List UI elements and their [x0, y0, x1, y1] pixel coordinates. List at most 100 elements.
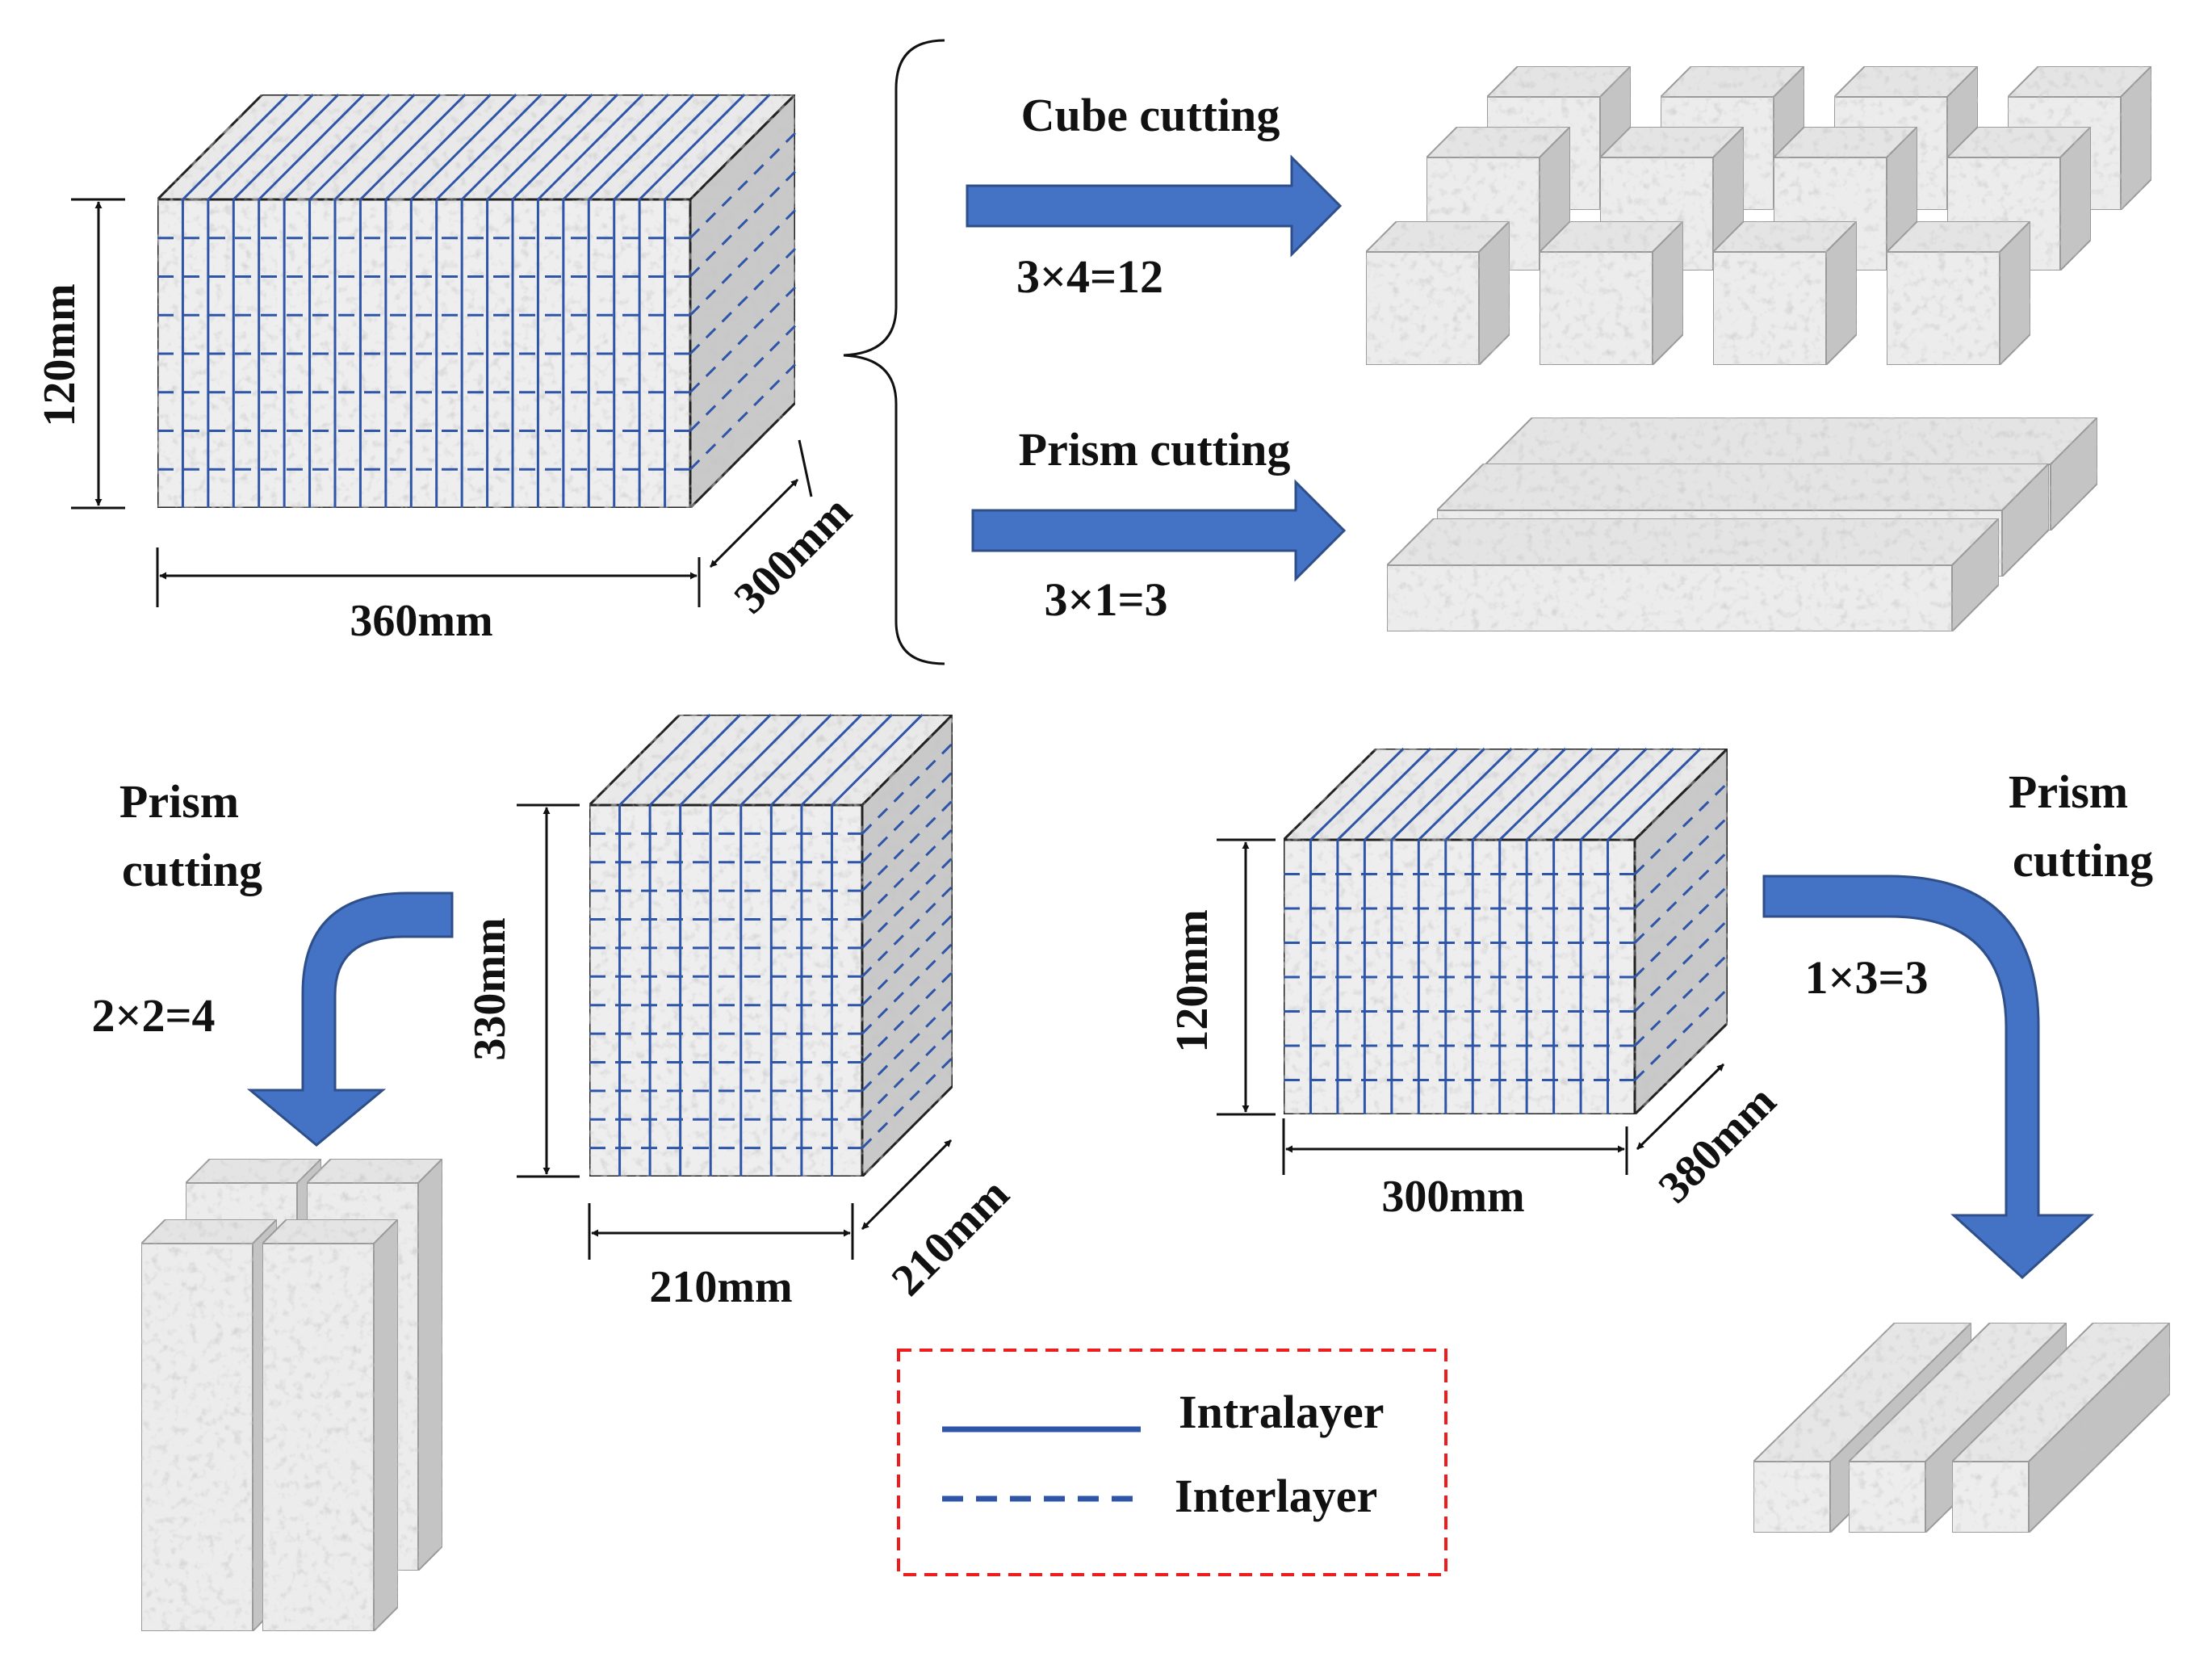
block-b-height-dim: 330mm [465, 803, 580, 1178]
brace [843, 39, 945, 665]
prism-pillar-front [140, 1243, 253, 1632]
block-a-height-dim: 120mm [35, 198, 125, 510]
prism-pillar [260, 1217, 400, 1634]
block-b-width-dim: 210mm [588, 1203, 854, 1312]
prism-bar-top [1435, 463, 2051, 511]
intralayer-line [182, 93, 289, 201]
prism-cutting-b-title-line2: cutting [122, 844, 262, 896]
intralayer-line [618, 713, 711, 807]
prism-cutting-arrow-a: Prism cutting 3×1=3 [971, 423, 1347, 626]
prism-cutting-title-a: Prism cutting [1019, 423, 1291, 476]
intralayer-line [207, 93, 314, 201]
block-b-body [586, 711, 956, 1180]
interlayer-line [689, 363, 797, 471]
prism-pillar [139, 1217, 279, 1634]
cube-specimen-front [1365, 251, 1480, 366]
prism-cutting-c-title-line1: Prism [2009, 766, 2128, 818]
block-a-width-label: 360mm [350, 596, 492, 646]
cube-cutting-title: Cube cutting [1021, 89, 1280, 141]
block-c-depth-label: 380mm [1649, 1076, 1786, 1213]
intralayer-line [283, 93, 391, 201]
prism-cutting-b-formula: 2×2=4 [91, 989, 215, 1042]
interlayer-line [689, 325, 797, 432]
intralayer-line [258, 93, 365, 201]
block-a-height-label: 120mm [35, 283, 85, 426]
intralayer-line [1336, 747, 1431, 841]
intralayer-line [1498, 747, 1594, 841]
intralayer-line [613, 93, 720, 201]
intralayer-line [800, 713, 893, 807]
intralayer-line [664, 93, 771, 201]
prism-cutting-c-formula: 1×3=3 [1804, 951, 1928, 1004]
intralayer-line [537, 93, 644, 201]
intralayer-line [739, 713, 832, 807]
cube-specimen [1537, 219, 1686, 367]
intralayer-line [1364, 747, 1459, 841]
intralayer-line [384, 93, 492, 201]
intralayer-line [1552, 747, 1648, 841]
prism-cutting-arrow-b: Prism cutting 2×2=4 [91, 775, 454, 1147]
cube-cutting-formula: 3×4=12 [1016, 250, 1163, 303]
intralayer-line [486, 93, 593, 201]
prism-bar-diagonal-front [1951, 1461, 2030, 1533]
intralayer-line [410, 93, 517, 201]
legend-dashed-label: Interlayer [1175, 1470, 1377, 1522]
prism-bar-diagonal-front [1848, 1461, 1926, 1533]
block-b-layer-lines [589, 713, 954, 1177]
cube-specimens [1364, 64, 2154, 367]
block-c-width-label: 300mm [1381, 1172, 1524, 1222]
intralayer-line [649, 713, 742, 807]
interlayer-line [689, 209, 797, 317]
prism-cutting-b-title-line1: Prism [119, 775, 239, 828]
interlayer-line [689, 170, 797, 278]
cube-specimen-front [1539, 251, 1653, 366]
intralayer-line [1309, 747, 1405, 841]
prism-pillar-front [262, 1243, 375, 1632]
prism-cutting-c-title-line2: cutting [2013, 834, 2153, 887]
prism-bar-top [1385, 518, 2001, 566]
block-a-depth-dim: 300mm [709, 439, 861, 623]
intralayer-line [1444, 747, 1540, 841]
prism-pillar-side [373, 1217, 399, 1634]
intralayer-line [461, 93, 568, 201]
intralayer-line [710, 713, 802, 807]
prism-specimens-diagonal [1751, 1320, 2172, 1535]
block-c-layer-lines [1284, 747, 1729, 1114]
intralayer-line [359, 93, 467, 201]
legend-frame [897, 1349, 1447, 1576]
intralayer-line [562, 93, 669, 201]
block-c: 120mm 300mm 380mm [1167, 745, 1786, 1222]
cube-specimen-front [1712, 251, 1827, 366]
intralayer-line [639, 93, 746, 201]
intralayer-line [1390, 747, 1485, 841]
cube-cutting-arrow: Cube cutting 3×4=12 [966, 89, 1343, 303]
block-a-body [154, 91, 798, 511]
intralayer-line [1472, 747, 1567, 841]
block-b: 330mm 210mm 210mm [465, 711, 1019, 1312]
intralayer-line [333, 93, 442, 201]
intralayer-line [679, 713, 772, 807]
intralayer-line [1607, 747, 1702, 841]
prism-bar-front [1386, 564, 1953, 632]
intralayer-line [831, 713, 924, 807]
cube-specimen-front [1886, 251, 2000, 366]
prism-cutting-formula-a: 3×1=3 [1044, 573, 1167, 626]
interlayer-line [689, 132, 797, 239]
prism-bar-top [1483, 417, 2100, 465]
legend: Intralayer Interlayer [897, 1349, 1447, 1576]
prism-specimens-vertical [139, 1156, 445, 1634]
block-c-height-dim: 120mm [1167, 838, 1276, 1116]
prism-bar [1385, 516, 2001, 634]
block-a-layer-lines [157, 93, 797, 508]
prism-specimens-horizontal [1385, 415, 2100, 634]
intralayer-line [511, 93, 619, 201]
prism-bar-diagonal-front [1753, 1461, 1831, 1533]
prism-cutting-arrow-c: Prism cutting 1×3=3 [1762, 766, 2153, 1280]
block-c-width-dim: 300mm [1282, 1118, 1628, 1222]
intralayer-line [588, 93, 695, 201]
block-a-width-dim: 360mm [156, 547, 701, 646]
interlayer-line [689, 247, 797, 355]
intralayer-line [308, 93, 416, 201]
